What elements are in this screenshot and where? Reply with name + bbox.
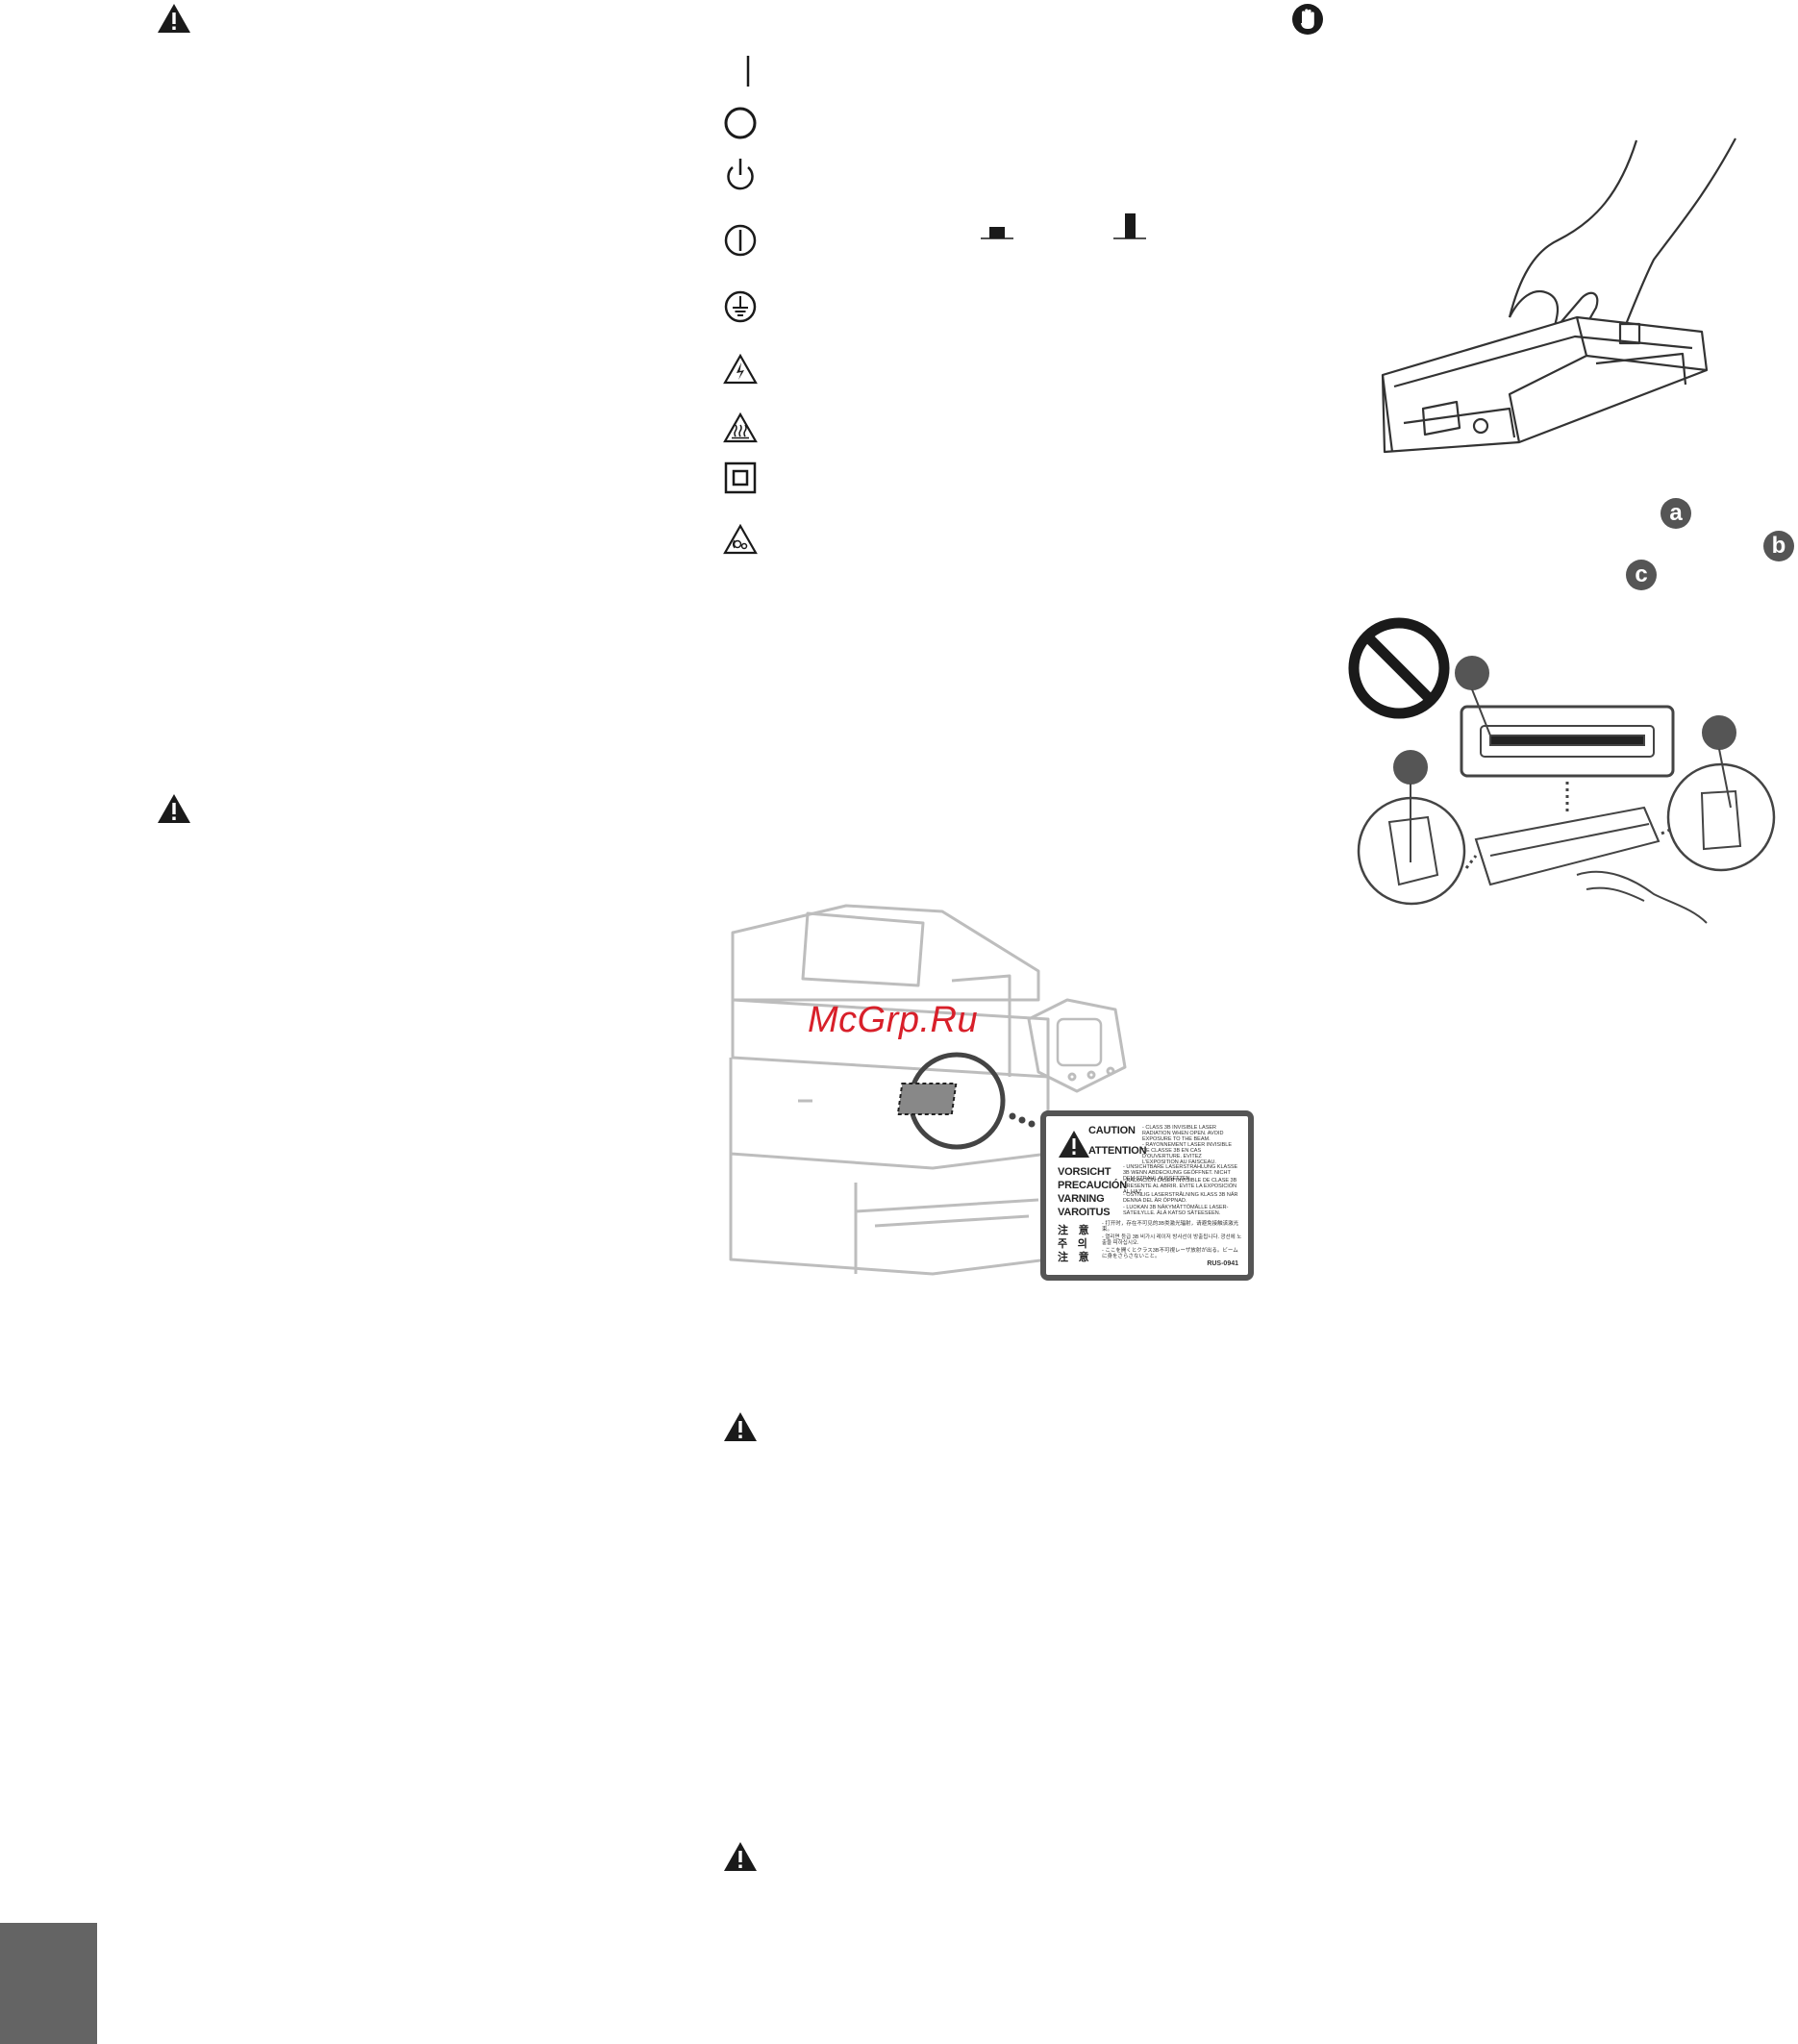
- toner-cartridge-handling-illustration: [1381, 137, 1736, 454]
- caution-triangle-icon: [723, 1841, 758, 1872]
- label-row-heading: 注 意: [1058, 1225, 1089, 1236]
- label-row-text: - OSYNLIG LASERSTRÅLNING KLASS 3B NÄR DE…: [1123, 1192, 1238, 1204]
- switch-off-position-icon: [981, 227, 1013, 239]
- label-row-text: - UNSICHTBARE LASERSTRAHLUNG KLASSE 3B W…: [1123, 1164, 1238, 1182]
- label-code: RUS-0941: [1207, 1260, 1238, 1267]
- warning-triangle-icon: [723, 1411, 758, 1442]
- label-row-text: - 打开时，存在不可见的3B类激光辐射，请避免接触该激光束。: [1102, 1221, 1239, 1233]
- label-row-heading: VAROITUS: [1058, 1207, 1111, 1218]
- label-row-heading: VORSICHT: [1058, 1166, 1111, 1178]
- cartridge-parts-do-not-touch-illustration: [1357, 656, 1776, 924]
- label-row-heading: PRECAUCIÓN: [1058, 1180, 1127, 1191]
- switch-on-position-icon: [1113, 213, 1146, 239]
- hand-stop-icon: [1290, 2, 1325, 41]
- standby-icon: [727, 159, 754, 190]
- callout-c: c: [1626, 560, 1657, 590]
- symbols-list: [721, 53, 779, 562]
- power-off-circle-icon: [724, 107, 757, 139]
- label-row-heading: 注 意: [1058, 1252, 1089, 1263]
- power-on-line-icon: [746, 56, 750, 87]
- label-row-text: - ここを開くとクラス3B不可視レーザ放射が出る。ビームに身をさらさないこと。: [1102, 1248, 1238, 1259]
- prohibition-icon: [1348, 617, 1450, 719]
- warning-triangle-icon: [1059, 1131, 1089, 1158]
- callout-a: a: [1661, 498, 1691, 529]
- label-row-text: - 열리면 등급 3B 비가시 레이저 방사선이 방출됩니다. 광선에 노출을 …: [1102, 1234, 1242, 1246]
- watermark: McGrp.Ru: [808, 1000, 979, 1040]
- moving-parts-icon: [723, 524, 758, 555]
- label-row-text: - LUOKAN 3B NÄKYMÄTTÖMÄLLE LASER-SÄTEILY…: [1123, 1205, 1229, 1216]
- push-push-switch-icon: [724, 224, 757, 257]
- label-row-text: - CLASS 3B INVISIBLE LASER RADIATION WHE…: [1142, 1125, 1224, 1142]
- caution-triangle-icon: [157, 793, 191, 824]
- warning-triangle-icon: [157, 3, 191, 34]
- callout-b: b: [1763, 531, 1794, 561]
- label-row-text: - RADIACIÓN LÁSER INVISIBLE DE CLASE 3B …: [1123, 1178, 1237, 1195]
- label-row-text: - RAYONNEMENT LASER INVISIBLE DE CLASSE …: [1142, 1142, 1233, 1165]
- laser-caution-label: CAUTION - CLASS 3B INVISIBLE LASER RADIA…: [1040, 1110, 1254, 1281]
- electric-shock-icon: [723, 354, 758, 385]
- label-row-heading: ATTENTION: [1088, 1145, 1147, 1157]
- label-row-heading: CAUTION: [1088, 1125, 1136, 1136]
- hot-surface-icon: [723, 412, 758, 443]
- class-ii-equipment-icon: [724, 461, 757, 494]
- page-side-tab: [0, 1923, 97, 2044]
- label-row-heading: 주 의: [1058, 1238, 1087, 1250]
- protective-earth-icon: [724, 290, 757, 323]
- label-row-heading: VARNING: [1058, 1193, 1105, 1205]
